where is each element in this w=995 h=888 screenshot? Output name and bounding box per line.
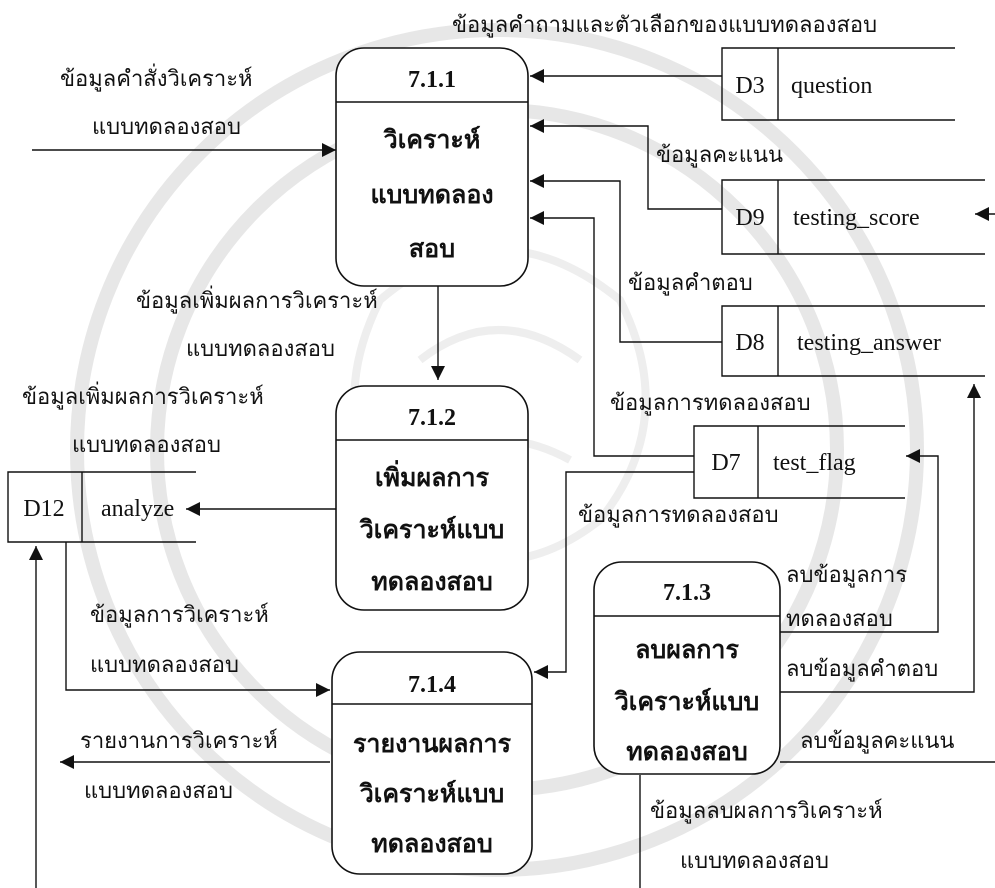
process-7-1-1-line-3: สอบ bbox=[409, 234, 455, 263]
label-add-result-1b: แบบทดลองสอบ bbox=[186, 337, 335, 362]
datastore-d3-name: question bbox=[791, 73, 872, 99]
flow-analysis-data-arrow bbox=[65, 542, 330, 697]
datastore-d3: D3 question bbox=[721, 47, 955, 121]
label-analysis-data-1: ข้อมูลการวิเคราะห์ bbox=[90, 603, 269, 628]
datastore-d7: D7 test_flag bbox=[693, 425, 905, 499]
label-add-result-2b: แบบทดลองสอบ bbox=[72, 433, 221, 458]
label-del-test-1: ลบข้อมูลการ bbox=[786, 563, 907, 588]
process-7-1-4-id: 7.1.4 bbox=[408, 672, 456, 698]
label-test-data-1: ข้อมูลการทดลองสอบ bbox=[610, 391, 811, 416]
process-7-1-2-line-1: เพิ่มผลการ bbox=[375, 460, 490, 492]
label-del-score: ลบข้อมูลคะแนน bbox=[800, 729, 954, 754]
process-7-1-3-line-2: วิเคราะห์แบบ bbox=[614, 687, 759, 716]
process-7-1-1: 7.1.1 วิเคราะห์ แบบทดลอง สอบ bbox=[335, 47, 529, 287]
flow-answer-arrow bbox=[530, 174, 722, 343]
datastore-d8-name: testing_answer bbox=[797, 330, 941, 356]
flow-test-flag-arrow bbox=[530, 211, 694, 457]
process-7-1-2-line-3: ทดลองสอบ bbox=[371, 567, 492, 596]
flow-score-arrow bbox=[530, 119, 722, 210]
datastore-d9-name: testing_score bbox=[793, 205, 920, 231]
label-cmd-analyze-1: ข้อมูลคำสั่งวิเคราะห์ bbox=[60, 63, 253, 92]
label-cmd-analyze-2: แบบทดลองสอบ bbox=[92, 115, 241, 140]
datastore-d12-name: analyze bbox=[101, 496, 174, 522]
flow-del-test-arrow bbox=[780, 449, 939, 633]
flow-del-answer-arrow bbox=[780, 384, 981, 693]
process-7-1-4-line-1: รายงานผลการ bbox=[353, 729, 512, 758]
label-test-data-2: ข้อมูลการทดลองสอบ bbox=[578, 503, 779, 528]
label-del-result-1: ข้อมูลลบผลการวิเคราะห์ bbox=[650, 799, 883, 824]
datastore-d8: D8 testing_answer bbox=[721, 305, 985, 377]
datastore-d8-id: D8 bbox=[735, 330, 764, 356]
process-7-1-2-line-2: วิเคราะห์แบบ bbox=[359, 515, 504, 544]
process-7-1-1-id: 7.1.1 bbox=[408, 67, 456, 93]
label-add-result-2a: ข้อมูลเพิ่มผลการวิเคราะห์ bbox=[22, 381, 264, 410]
process-7-1-3-line-3: ทดลองสอบ bbox=[626, 737, 747, 766]
label-report-2: แบบทดลองสอบ bbox=[84, 779, 233, 804]
label-score-data: ข้อมูลคะแนน bbox=[656, 143, 783, 168]
process-7-1-3-id: 7.1.3 bbox=[663, 580, 711, 606]
label-question-choices: ข้อมูลคำถามและตัวเลือกของแบบทดลองสอบ bbox=[452, 13, 877, 38]
datastore-d7-name: test_flag bbox=[773, 450, 856, 476]
process-7-1-1-line-2: แบบทดลอง bbox=[370, 180, 493, 209]
label-add-result-1a: ข้อมูลเพิ่มผลการวิเคราะห์ bbox=[136, 285, 378, 314]
label-del-test-2: ทดลองสอบ bbox=[786, 607, 893, 632]
flow-test-data-arrow bbox=[534, 471, 694, 679]
process-7-1-4: 7.1.4 รายงานผลการ วิเคราะห์แบบ ทดลองสอบ bbox=[331, 651, 533, 875]
process-7-1-2-id: 7.1.2 bbox=[408, 405, 456, 431]
datastore-d12-id: D12 bbox=[23, 496, 64, 522]
label-answer-data: ข้อมูลคำตอบ bbox=[628, 271, 753, 296]
process-7-1-3: 7.1.3 ลบผลการ วิเคราะห์แบบ ทดลองสอบ bbox=[593, 561, 781, 775]
label-analysis-data-2: แบบทดลองสอบ bbox=[90, 653, 239, 678]
process-7-1-4-line-3: ทดลองสอบ bbox=[371, 829, 492, 858]
process-7-1-4-line-2: วิเคราะห์แบบ bbox=[359, 779, 504, 808]
label-del-result-2: แบบทดลองสอบ bbox=[680, 849, 829, 874]
datastore-d3-id: D3 bbox=[735, 73, 764, 99]
label-del-answer: ลบข้อมูลคำตอบ bbox=[786, 657, 938, 682]
datastore-d12: D12 analyze bbox=[7, 471, 196, 543]
datastore-d9: D9 testing_score bbox=[721, 179, 985, 255]
label-report-1: รายงานการวิเคราะห์ bbox=[80, 729, 278, 754]
datastore-d7-id: D7 bbox=[711, 450, 740, 476]
datastore-d9-id: D9 bbox=[735, 205, 764, 231]
process-7-1-1-line-1: วิเคราะห์ bbox=[383, 125, 481, 154]
process-7-1-3-line-1: ลบผลการ bbox=[635, 635, 739, 664]
process-7-1-2: 7.1.2 เพิ่มผลการ วิเคราะห์แบบ ทดลองสอบ bbox=[335, 385, 529, 611]
